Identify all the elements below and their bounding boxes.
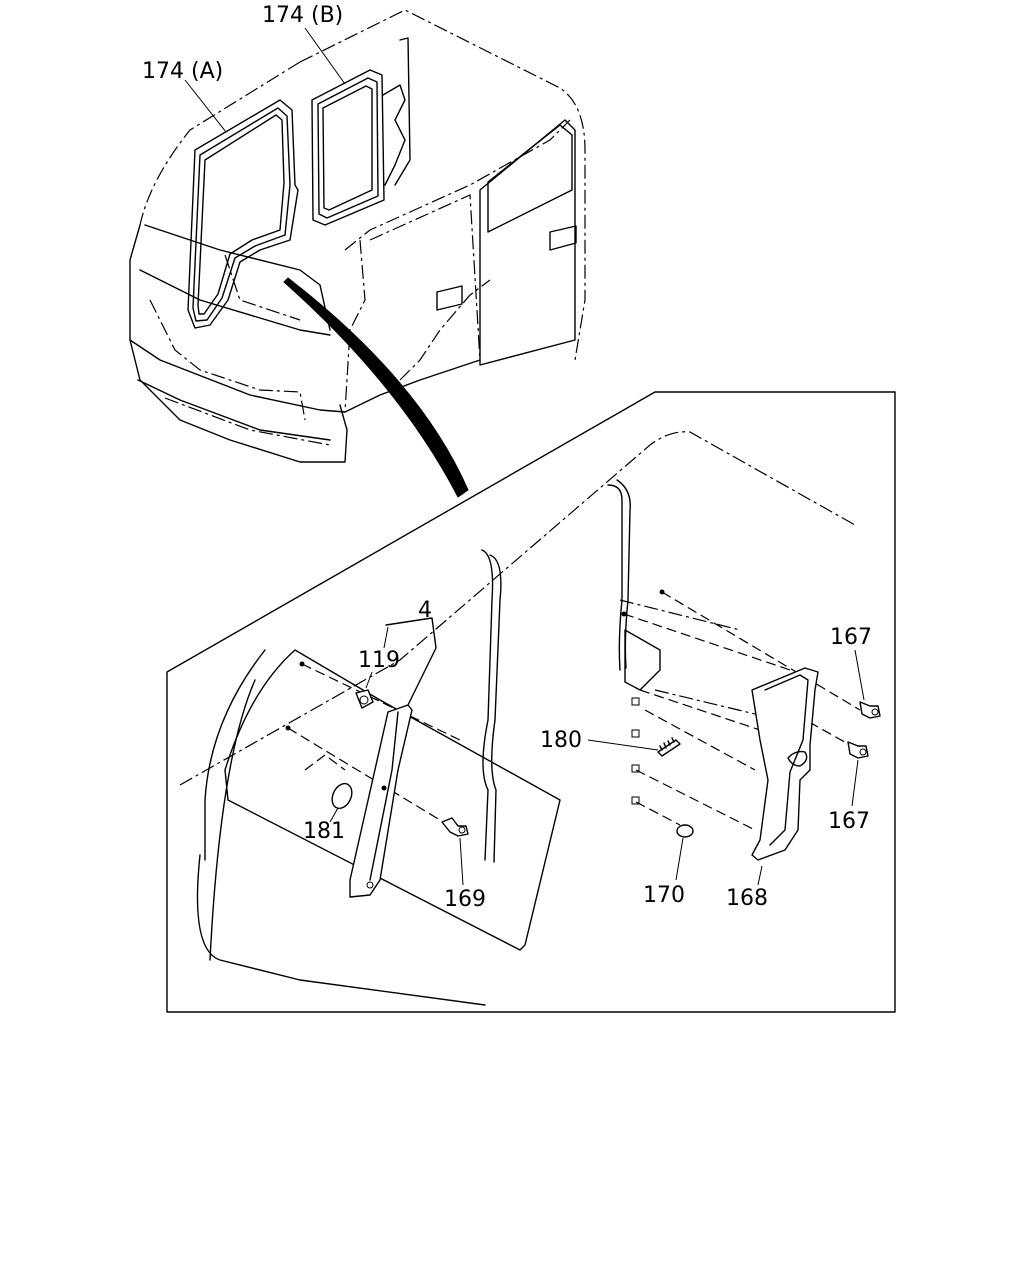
callout-174b: 174 (B) xyxy=(262,3,343,28)
callout-170: 170 xyxy=(643,883,685,908)
detail-frame xyxy=(166,391,896,1013)
callout-181: 181 xyxy=(303,819,345,844)
callout-4: 4 xyxy=(418,598,432,623)
part-169-screw xyxy=(441,817,469,886)
callout-169: 169 xyxy=(444,887,486,912)
callout-167-bottom: 167 xyxy=(828,809,870,834)
part-168-b-pillar-trim xyxy=(751,667,819,886)
part-180-clip xyxy=(587,737,681,757)
part-167-clips xyxy=(847,649,881,807)
part-4-pillar-trim xyxy=(349,617,437,898)
part-181-cap xyxy=(304,754,353,823)
callout-168: 168 xyxy=(726,886,768,911)
callout-180: 180 xyxy=(540,728,582,753)
truck-cab-illustration: 174 (A) 174 (B) xyxy=(129,3,586,463)
detail-pointer xyxy=(283,277,469,498)
callout-167-top: 167 xyxy=(830,625,872,650)
callout-119: 119 xyxy=(358,648,400,673)
part-170-plug xyxy=(675,824,694,881)
callout-174a: 174 (A) xyxy=(142,59,223,84)
part-119-clip xyxy=(355,671,374,709)
